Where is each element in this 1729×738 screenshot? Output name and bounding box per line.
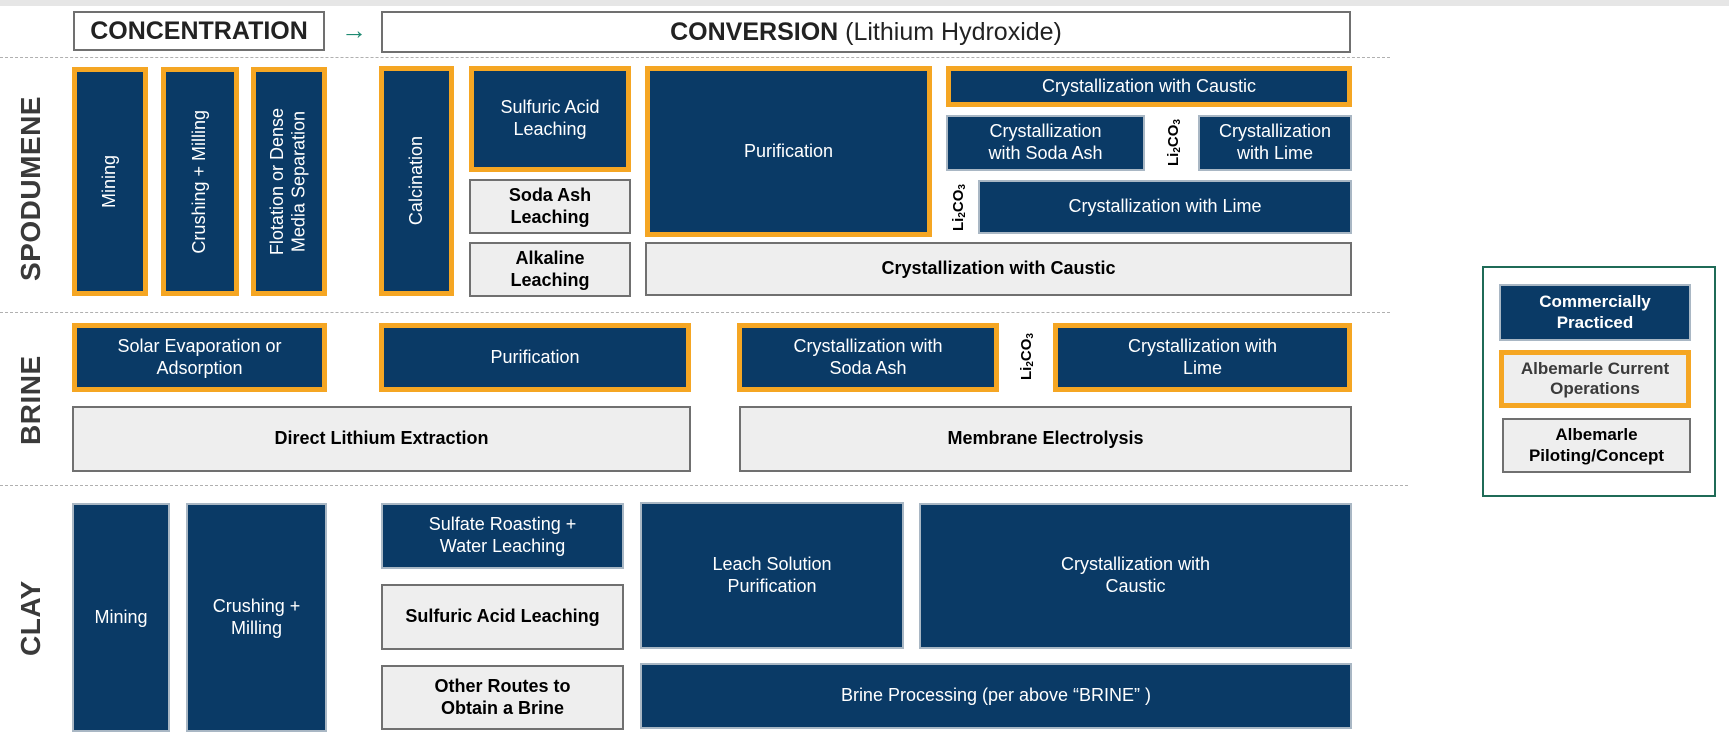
spodumene-mining: Mining — [72, 67, 148, 296]
legend-albemarle-current-operations: Albemarle Current Operations — [1499, 350, 1691, 408]
row-label-clay: CLAY — [15, 580, 46, 656]
clay-other-routes: Other Routes to Obtain a Brine — [381, 665, 624, 730]
spodumene-crushing-milling: Crushing + Milling — [161, 67, 239, 296]
top-band — [0, 0, 1729, 6]
row-label-brine: BRINE — [15, 355, 46, 445]
spodumene-crystallization-soda-ash: Crystallization with Soda Ash — [946, 115, 1145, 171]
clay-sulfate-roasting: Sulfate Roasting + Water Leaching — [381, 503, 624, 569]
divider-brine — [0, 485, 1408, 486]
spodumene-crystallization-caustic-bottom: Crystallization with Caustic — [645, 242, 1352, 296]
spodumene-flotation: Flotation or Dense Media Separation — [251, 67, 327, 296]
spodumene-crystallization-caustic-top: Crystallization with Caustic — [946, 66, 1352, 107]
spodumene-sulfuric-acid-leaching: Sulfuric Acid Leaching — [469, 66, 631, 172]
conversion-title: CONVERSION — [670, 17, 839, 46]
divider-spodumene — [0, 312, 1390, 313]
li2co3-label-spodumene-upper: Li2CO3 — [1165, 119, 1183, 167]
concentration-header: CONCENTRATION — [73, 11, 325, 51]
conversion-subtitle: (Lithium Hydroxide) — [838, 17, 1062, 46]
brine-crystallization-soda-ash: Crystallization with Soda Ash — [737, 323, 999, 392]
legend-commercially-practiced: Commercially Practiced — [1499, 284, 1691, 341]
legend-albemarle-piloting-concept: Albemarle Piloting/Concept — [1502, 418, 1691, 473]
arrow-icon: → — [341, 14, 367, 45]
clay-crushing-milling: Crushing + Milling — [186, 503, 327, 732]
brine-crystallization-lime: Crystallization with Lime — [1053, 323, 1352, 392]
legend — [1482, 266, 1716, 497]
clay-crystallization-caustic: Crystallization with Caustic — [919, 503, 1352, 649]
spodumene-crystallization-lime: Crystallization with Lime — [1198, 115, 1352, 171]
divider-header — [0, 57, 1390, 58]
clay-leach-solution-purification: Leach Solution Purification — [640, 502, 904, 649]
brine-solar-evaporation: Solar Evaporation or Adsorption — [72, 323, 327, 392]
conversion-header: CONVERSION (Lithium Hydroxide) — [381, 11, 1351, 53]
clay-sulfuric-acid-leaching: Sulfuric Acid Leaching — [381, 584, 624, 650]
clay-brine-processing: Brine Processing (per above “BRINE” ) — [640, 663, 1352, 729]
spodumene-purification: Purification — [645, 66, 932, 237]
row-label-spodumene: SPODUMENE — [15, 96, 46, 281]
clay-mining: Mining — [72, 503, 170, 732]
spodumene-soda-ash-leaching: Soda Ash Leaching — [469, 179, 631, 234]
concentration-title: CONCENTRATION — [90, 16, 308, 45]
li2co3-label-spodumene-lower: Li2CO3 — [950, 184, 968, 232]
spodumene-crystallization-lime-wide: Crystallization with Lime — [978, 180, 1352, 234]
brine-purification: Purification — [379, 323, 691, 392]
brine-direct-lithium-extraction: Direct Lithium Extraction — [72, 406, 691, 472]
spodumene-calcination: Calcination — [379, 66, 454, 296]
li2co3-label-brine: Li2CO3 — [1018, 333, 1036, 381]
brine-membrane-electrolysis: Membrane Electrolysis — [739, 406, 1352, 472]
spodumene-alkaline-leaching: Alkaline Leaching — [469, 242, 631, 297]
